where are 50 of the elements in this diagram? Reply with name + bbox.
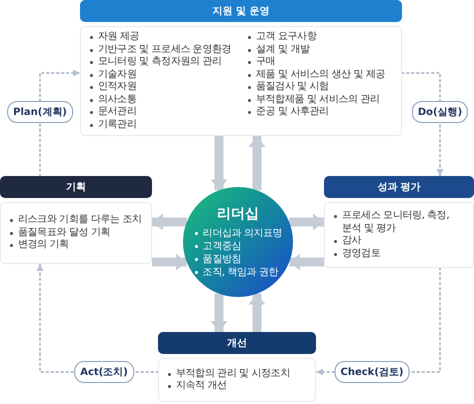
block-arrow [152,254,187,270]
edge-label: Check(검토) [334,361,410,383]
edge-label: Do(실행) [412,101,468,123]
block-arrow [152,214,187,230]
section-card [158,332,316,402]
section-header: 개선 [158,332,316,354]
section-header: 지원 및 운영 [80,0,402,22]
list-item: 부적합의 관리 및 시정조치 [167,368,307,380]
list-item: 인적자원 [89,81,240,94]
list-item: 의사소통 [89,94,240,106]
list-item: 리스크와 기회를 다루는 조치 [9,214,143,227]
list-item: 품질목표와 달성 기획 [9,226,143,240]
section-header: 성과 평가 [324,176,474,198]
list-item: 문서관리 [89,106,240,118]
block-arrow [289,254,324,270]
list-item: 구매 [247,56,393,68]
list-item: 모니터링 및 측정자원의 관리 [89,56,240,68]
list-item: 자원 제공 [89,31,240,44]
list-item: 설계 및 개발 [247,44,393,56]
block-arrow [210,136,228,190]
list-item: 제품 및 서비스의 생산 및 제공 [247,68,393,81]
list-item: 리더십과 의지표명 [194,227,282,240]
section-card [80,0,402,136]
list-item: 감사 [333,235,465,248]
edge-label: Plan(계획) [7,101,73,123]
list-item: 프로세스 모니터링, 측정, 분석 및 평가 [333,210,465,235]
list-item: 지속적 개선 [167,380,307,392]
list-item: 준공 및 사후관리 [247,106,393,118]
list-item: 기록관리 [89,118,240,131]
list-item: 기술자원 [89,68,240,81]
block-arrow [289,214,324,230]
dotted-arrow [401,72,444,177]
list-item: 조직, 책임과 권한 [194,266,282,279]
section-header: 기획 [0,176,152,198]
block-arrow [248,294,266,332]
section-card [0,176,152,264]
list-item: 변경의 기획 [9,239,143,252]
circle-title: 리더십 [217,205,259,223]
list-item: 고객 요구사항 [247,31,393,44]
list-item: 기반구조 및 프로세스 운영환경 [89,44,240,56]
edge-label: Act(조치) [74,361,134,383]
block-arrow [248,136,266,190]
list-item: 고객중심 [194,240,282,253]
section-card [324,176,474,268]
list-item: 품질방침 [194,253,282,266]
block-arrow [210,294,228,332]
list-item: 경영검토 [333,248,465,260]
list-item: 부적합제품 및 서비스의 관리 [247,94,393,106]
list-item: 품질검사 및 시험 [247,81,393,94]
dotted-arrow [39,70,81,177]
